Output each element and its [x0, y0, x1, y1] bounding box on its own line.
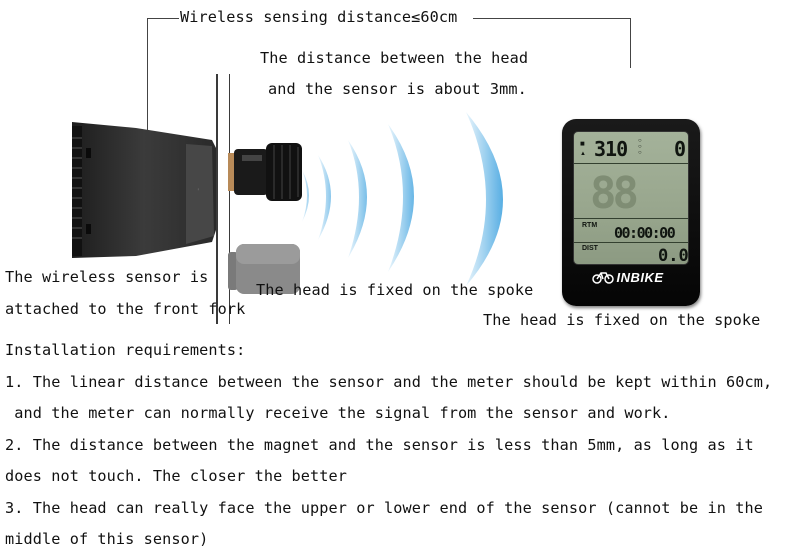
- range-bracket-right-vertical: [630, 18, 631, 68]
- lcd-rtm-label: RTM: [582, 222, 598, 229]
- instruction-line-1: 1. The linear distance between the senso…: [5, 373, 773, 391]
- lcd-main-digits: 88: [590, 168, 639, 219]
- range-bracket-left-horizontal: [147, 18, 179, 19]
- lcd-rtm-value: 00:00:00: [614, 224, 676, 242]
- sensor-label-line1: The wireless sensor is: [5, 268, 209, 286]
- bike-computer: ■ ▲ 310 ○○○ 0 88 RTM 00:00:00 DIST 0.0 I…: [562, 119, 700, 306]
- instructions-heading: Installation requirements:: [5, 341, 246, 359]
- spoke-magnet-image: [228, 244, 300, 294]
- lcd-speed-reading: 310: [594, 137, 628, 161]
- magnet-head-image: [228, 143, 302, 201]
- instruction-line-3: 2. The distance between the magnet and t…: [5, 436, 754, 454]
- lcd-unit-dots: ○○○: [638, 138, 642, 156]
- wireless-sensor-image: -: [72, 122, 216, 258]
- gap-label-line1: The distance between the head: [260, 49, 529, 67]
- lcd-dist-value: 0.0: [658, 246, 689, 265]
- range-bracket-right-horizontal: [473, 18, 630, 19]
- lcd-screen: ■ ▲ 310 ○○○ 0 88 RTM 00:00:00 DIST 0.0: [573, 131, 689, 265]
- lcd-speed-icon: ■: [580, 139, 585, 148]
- range-bracket-left-vertical: [147, 18, 148, 133]
- lcd-divider-bottom: [574, 242, 688, 243]
- fork-line-right: [229, 74, 230, 324]
- sensor-label-line2: attached to the front fork: [5, 300, 246, 318]
- gap-label-line2: and the sensor is about 3mm.: [268, 80, 527, 98]
- signal-waves: [302, 112, 503, 286]
- magnet-label: The head is fixed on the spoke: [256, 281, 534, 299]
- instruction-line-6: middle of this sensor): [5, 530, 209, 546]
- meter-label: The head is fixed on the spoke: [483, 311, 761, 329]
- instruction-line-2: and the meter can normally receive the s…: [5, 404, 671, 422]
- lcd-dist-label: DIST: [582, 245, 598, 252]
- fork-line-left: [216, 74, 218, 324]
- range-label: Wireless sensing distance≤60cm: [180, 8, 458, 26]
- lcd-divider-middle: [574, 218, 688, 219]
- bicycle-icon: [592, 272, 614, 284]
- lcd-top-right-reading: 0: [674, 137, 687, 161]
- svg-text:-: -: [194, 188, 202, 191]
- lcd-setting-icon: ▲: [580, 151, 586, 157]
- brand-logo: INBIKE: [616, 270, 664, 285]
- lcd-divider-top: [574, 163, 688, 164]
- instruction-line-4: does not touch. The closer the better: [5, 467, 348, 485]
- instruction-line-5: 3. The head can really face the upper or…: [5, 499, 763, 517]
